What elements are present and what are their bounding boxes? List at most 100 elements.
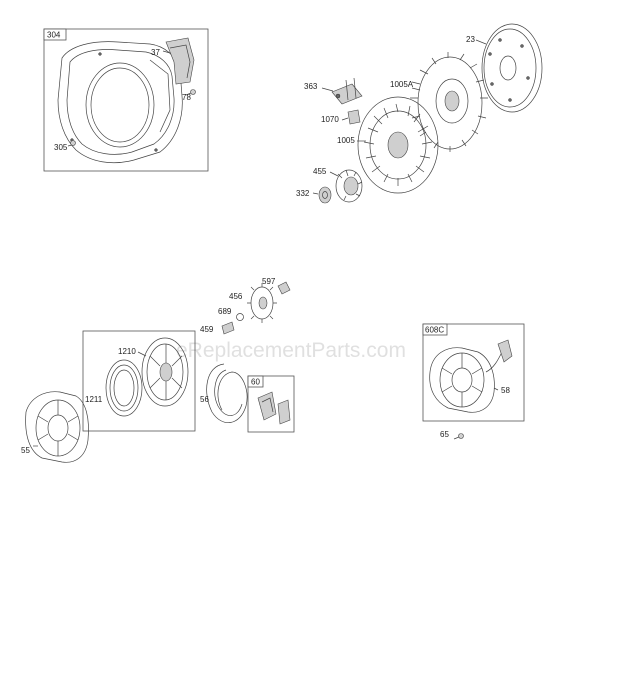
part-1210-pulley: [141, 337, 189, 407]
callout-456: 456: [229, 292, 243, 301]
callout-60: 60: [251, 378, 260, 387]
part-455-cup: [335, 169, 363, 203]
group-304-tag: [43, 28, 67, 41]
part-55-housing-center: [47, 414, 69, 442]
part-78-screw: [190, 89, 196, 95]
part-455-cup-teeth: [337, 169, 363, 201]
part-23-flywheel: [481, 23, 543, 113]
part-65: 65: [440, 430, 464, 440]
flywheel-bolt: [490, 82, 494, 86]
group-304-frame: [43, 28, 209, 172]
part-1005-flywheel-hub: [387, 131, 409, 159]
part-56-rope: [214, 369, 243, 416]
part-363-bracket: [331, 83, 363, 105]
group-304: 304 37 78 305: [43, 28, 209, 172]
part-1005-flywheel-vanes: [363, 103, 433, 186]
leader-23: [475, 39, 487, 45]
blower-housing-opening-rim: [90, 67, 150, 143]
part-37-plate-edge: [169, 44, 191, 79]
part-608C-ribs: [441, 353, 483, 407]
callout-65: 65: [440, 430, 449, 439]
part-60-handle-insert: [277, 399, 291, 425]
part-1211-spring-coil: [113, 369, 135, 407]
part-65-screw: [458, 433, 464, 439]
part-597-pin: [277, 281, 291, 295]
part-56-rope: [206, 363, 248, 423]
flywheel-bolt: [526, 76, 530, 80]
part-363-stud: [345, 79, 349, 101]
part-1005A-fan-fins: [410, 52, 488, 152]
group-608C: 608C 58: [422, 323, 525, 422]
group-60-tag: [247, 375, 264, 388]
flywheel-bolt: [498, 38, 502, 42]
flywheel-bolt: [520, 44, 524, 48]
part-1070-fitting: [347, 109, 361, 125]
leader-332: [312, 192, 319, 195]
watermark: eReplacementParts.com: [176, 339, 406, 362]
part-689-ring: [236, 313, 244, 321]
housing-hole: [98, 52, 102, 56]
callout-608C: 608C: [425, 326, 444, 335]
part-608C-housing: [429, 347, 495, 413]
flywheel-group: 23 1005A 1005 363 1070 455: [296, 23, 543, 204]
leader-1070: [341, 117, 349, 121]
part-455-cup-inner: [343, 176, 359, 196]
part-58-handle: [497, 339, 513, 363]
blower-housing-opening: [85, 62, 155, 148]
blower-housing-flange: [149, 59, 171, 133]
callout-1070: 1070: [321, 115, 339, 124]
part-1005A-fan-hub: [444, 90, 460, 112]
callout-597: 597: [262, 277, 276, 286]
housing-hole: [154, 148, 158, 152]
callout-455: 455: [313, 167, 327, 176]
flywheel-bolt: [488, 52, 492, 56]
leader-363: [321, 87, 334, 92]
part-1210-pulley-rim: [146, 343, 184, 401]
callout-58: 58: [501, 386, 510, 395]
part-1211-spring-coil: [109, 364, 139, 412]
callout-55: 55: [21, 446, 30, 455]
callout-78: 78: [182, 93, 191, 102]
callout-459: 459: [200, 325, 214, 334]
callout-332: 332: [296, 189, 310, 198]
part-58-rope: [485, 351, 503, 373]
part-1211-spring: [105, 359, 143, 417]
part-456-gear-hub: [258, 296, 268, 310]
part-60-handle: [257, 391, 277, 421]
group-1210-1211-frame: [82, 330, 196, 432]
part-55-housing-ribs: [37, 400, 79, 456]
part-608C-center: [451, 367, 473, 393]
part-363-nut: [335, 93, 341, 99]
part-78-screw-shank: [185, 92, 192, 96]
leader-58: [493, 387, 499, 391]
part-363-stud: [353, 77, 357, 99]
leader-1210: [137, 351, 147, 357]
part-459-pawl: [221, 321, 235, 335]
callout-1210: 1210: [118, 347, 136, 356]
callout-37: 37: [151, 48, 160, 57]
leader-305: [67, 144, 73, 147]
part-1005A-fan-inner: [435, 78, 469, 124]
part-23-flywheel-hub: [499, 55, 517, 81]
part-55-housing: [25, 391, 89, 463]
group-608C-tag: [422, 323, 448, 336]
callout-305: 305: [54, 143, 68, 152]
blower-housing-inner: [66, 49, 175, 155]
group-608C-frame: [422, 323, 525, 422]
starter-group: 597 456 689 459 1210 1211 56 60: [21, 277, 295, 463]
part-456-gear-teeth: [247, 283, 277, 323]
flywheel-bolt: [508, 98, 512, 102]
blower-housing: [57, 41, 183, 164]
part-1005-flywheel: [357, 96, 439, 194]
callout-1005: 1005: [337, 136, 355, 145]
part-332-nut-hole: [322, 191, 328, 199]
part-23-flywheel-rim: [483, 28, 537, 108]
part-1210-pulley-hub: [159, 362, 173, 382]
callout-363: 363: [304, 82, 318, 91]
leader-455: [329, 171, 339, 177]
part-332-nut: [318, 186, 332, 204]
part-65-screw-shank: [453, 436, 460, 440]
callout-56: 56: [200, 395, 209, 404]
callout-304: 304: [47, 31, 61, 40]
